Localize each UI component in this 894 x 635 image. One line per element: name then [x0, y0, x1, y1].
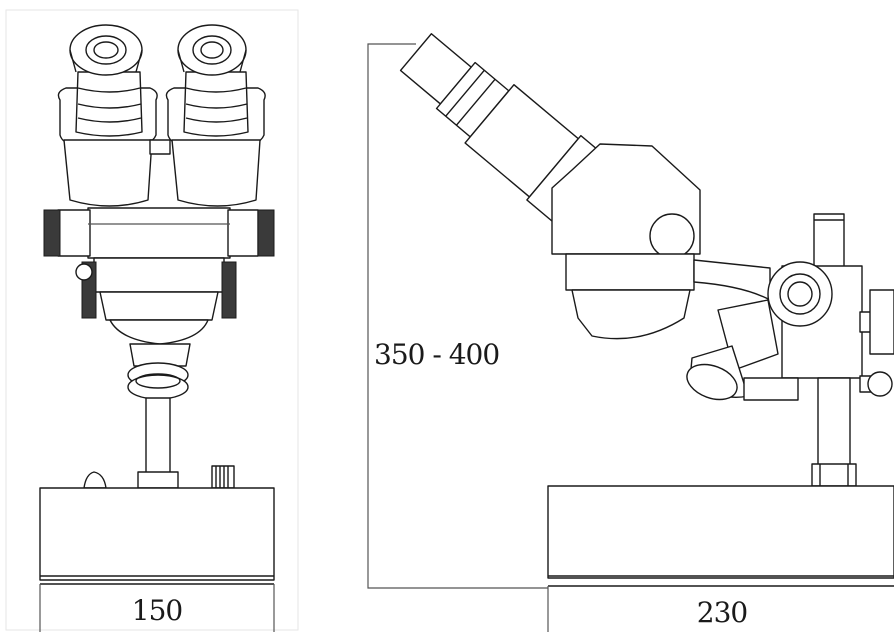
front-width-dimension: 150: [39, 584, 275, 632]
side-base: [547, 485, 894, 587]
height-dimension: 350 - 400: [367, 43, 548, 589]
height-label: 350 - 400: [374, 338, 499, 371]
right-eyepiece: [165, 24, 266, 207]
side-width-label: 230: [697, 596, 747, 629]
focus-block: [767, 213, 894, 397]
side-view: 350 - 400: [367, 33, 894, 632]
front-width-label: 150: [132, 594, 182, 627]
front-base: [39, 487, 275, 585]
ring-light: [127, 362, 189, 400]
front-view: 150: [5, 9, 299, 632]
left-eyepiece: [57, 24, 158, 207]
side-pillar: [817, 377, 851, 467]
side-ring-light: [686, 299, 799, 401]
side-width-dimension: 230: [547, 586, 748, 632]
front-pillar: [145, 397, 171, 475]
side-head: [551, 143, 701, 340]
zoom-body: [43, 207, 275, 259]
lower-body: [75, 257, 237, 367]
